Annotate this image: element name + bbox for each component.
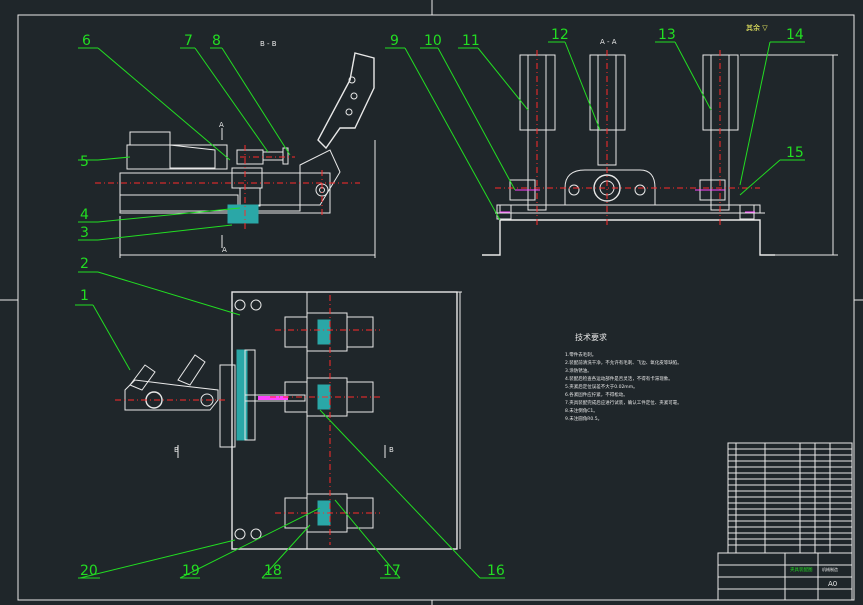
section-view-aa: A - A 其余 ▽ [482,23,838,256]
part-number-10: 10 [424,33,442,49]
part-number-2: 2 [80,256,89,272]
tech-req-item-8: 8.未注倒角C1。 [565,407,598,414]
part-number-9: 9 [390,33,399,49]
tech-req-item-4: 4.装配后检查各运动部件是否灵活，不得有卡滞现象。 [565,375,673,382]
part-number-11: 11 [462,33,480,49]
sheet-size: A0 [828,580,837,588]
section-marker-b-left: B [174,446,179,454]
section-marker-a-bottom: A [222,246,227,254]
part-number-14: 14 [786,27,804,43]
part-number-18: 18 [264,563,282,579]
section-marker-a-top: A [219,121,224,129]
part-number-15: 15 [786,145,804,161]
company-name: 机械制造 [822,566,838,572]
part-number-8: 8 [212,33,221,49]
part-number-1: 1 [80,288,89,304]
tech-req-item-5: 5.夹紧后定位误差不大于0.02mm。 [565,383,638,390]
part-number-5: 5 [80,154,89,170]
part-number-19: 19 [182,563,200,579]
tech-req-item-1: 1.零件去毛刺。 [565,351,596,358]
tech-req-item-9: 9.未注圆角R0.5。 [565,415,602,422]
section-title-bb: B - B [260,40,277,48]
tech-req-heading: 技术要求 [575,332,607,342]
tech-req-item-2: 2.装配前清洗干净，不允许有毛刺、飞边、氧化皮等缺陷。 [565,359,682,366]
tech-req-item-3: 3.涂防锈油。 [565,367,592,374]
part-number-17: 17 [383,563,401,579]
ratio-mark: 其余 ▽ [746,23,768,32]
section-view-bb: A A B - B [95,40,376,258]
part-number-3: 3 [80,225,89,241]
part-number-16: 16 [487,563,505,579]
part-numbers: 1 2 3 4 5 6 7 8 9 10 11 12 13 14 15 16 1… [80,27,804,579]
part-number-20: 20 [80,563,98,579]
part-number-7: 7 [184,33,193,49]
part-number-4: 4 [80,207,89,223]
part-number-12: 12 [551,27,569,43]
part-number-13: 13 [658,27,676,43]
title-block: 夹具装配图 机械制造 A0 [717,442,853,601]
section-title-aa: A - A [600,38,617,46]
part-number-6: 6 [82,33,91,49]
tech-req-item-7: 7.夹具装配完成后应进行试装，确认工件定位、夹紧可靠。 [565,399,682,406]
technical-requirements: 技术要求 1.零件去毛刺。 2.装配前清洗干净，不允许有毛刺、飞边、氧化皮等缺陷… [565,332,682,422]
leader-lines [75,41,805,579]
tech-req-item-6: 6.各紧固件应拧紧，不得松动。 [565,391,628,398]
section-marker-b-right: B [389,446,394,454]
drawing-frame [17,14,855,601]
plan-view: B B [115,291,462,550]
drawing-name: 夹具装配图 [790,566,813,573]
